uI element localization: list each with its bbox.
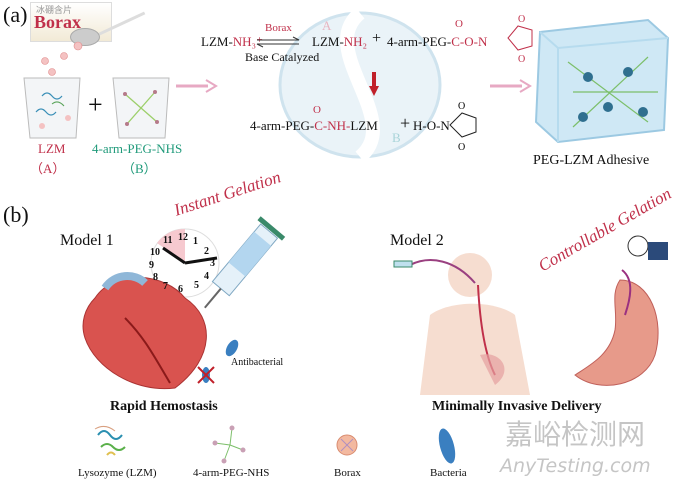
plus-sign: +	[88, 90, 103, 119]
legend-lysozyme-label: Lysozyme (LZM)	[78, 467, 157, 479]
watermark-en: AnyTesting.com	[500, 455, 651, 477]
dead-bacteria-icon	[197, 366, 215, 384]
nhs-leaving-group: H-O-N	[413, 118, 450, 133]
syringe-icon	[204, 216, 286, 309]
clock-icon	[150, 228, 220, 298]
reaction-peg: 4-arm-PEG-C-O-N	[387, 34, 488, 49]
beaker-a-icon	[23, 77, 81, 139]
reaction-plus-2: +	[400, 113, 411, 133]
model1-title: Model 1	[60, 232, 114, 249]
svg-text:O: O	[518, 14, 525, 25]
instant-gelation-label: Instant Gelation	[171, 167, 284, 220]
svg-text:O: O	[518, 54, 525, 65]
equilibrium-arrow-icon	[256, 36, 300, 48]
hydrogel-cube-icon	[534, 18, 670, 144]
watermark-cn: 嘉峪检测网	[505, 418, 646, 451]
carbonyl-o: O	[455, 18, 463, 30]
panel-b-label: (b)	[3, 202, 29, 227]
reaction-plus: +	[372, 30, 382, 47]
beaker-b-icon	[112, 77, 170, 139]
legend-borax-icon	[336, 434, 358, 456]
reaction-reactant: LZM-NH₃⁺	[201, 34, 263, 49]
panel-a-label: (a)	[3, 2, 28, 27]
borax-particles	[41, 41, 83, 76]
legend-lysozyme-icon	[94, 425, 126, 456]
stopwatch-hand-icon	[627, 235, 668, 260]
reaction-result: 4-arm-PEG-C-NH-LZM	[250, 118, 378, 133]
yin-label-b: B	[392, 130, 401, 145]
rapid-hemostasis-caption: Rapid Hemostasis	[110, 399, 218, 414]
peg-nhs-label: 4-arm-PEG-NHS	[92, 141, 183, 156]
legend-bacteria-icon	[438, 428, 456, 464]
borax-box-brand: Borax	[34, 12, 81, 32]
stomach-icon	[574, 269, 659, 386]
beaker-b-tag: （B）	[122, 161, 157, 176]
nhs-ring-icon: OO	[507, 14, 533, 65]
legend-borax-label: Borax	[334, 467, 361, 479]
reaction-down-arrow-icon	[369, 72, 379, 96]
antibacterial-label: Antibacterial	[231, 357, 284, 368]
minimally-invasive-delivery-caption: Minimally Invasive Delivery	[432, 399, 602, 414]
borax-box-chinese: 冰硼含片	[36, 6, 73, 16]
nhs-structure-icon: OO	[449, 101, 477, 153]
arrow-right-icon	[176, 79, 218, 93]
yin-yang-background	[278, 7, 442, 163]
legend-bacteria-label: Bacteria	[430, 467, 467, 479]
product-label: PEG-LZM Adhesive	[533, 153, 650, 168]
result-carbonyl-o: O	[313, 104, 321, 116]
human-body-icon	[393, 253, 530, 395]
legend-peg-label: 4-arm-PEG-NHS	[193, 467, 270, 479]
svg-text:O: O	[458, 101, 465, 112]
legend-peg-icon	[212, 425, 246, 464]
bacteria-icon	[225, 339, 239, 357]
heart-icon	[82, 272, 207, 390]
reaction-product1: LZM-NH₂	[312, 34, 368, 49]
arrow-right-icon-2	[490, 79, 532, 93]
model2-title: Model 2	[390, 232, 444, 249]
lzm-label: LZM	[38, 141, 66, 156]
beaker-a-tag: （A）	[30, 161, 66, 176]
reaction-arrow-bottom: Base Catalyzed	[245, 50, 320, 64]
yin-label-a: A	[322, 18, 332, 33]
svg-text:O: O	[458, 142, 465, 153]
reaction-arrow-top: Borax	[265, 22, 292, 34]
